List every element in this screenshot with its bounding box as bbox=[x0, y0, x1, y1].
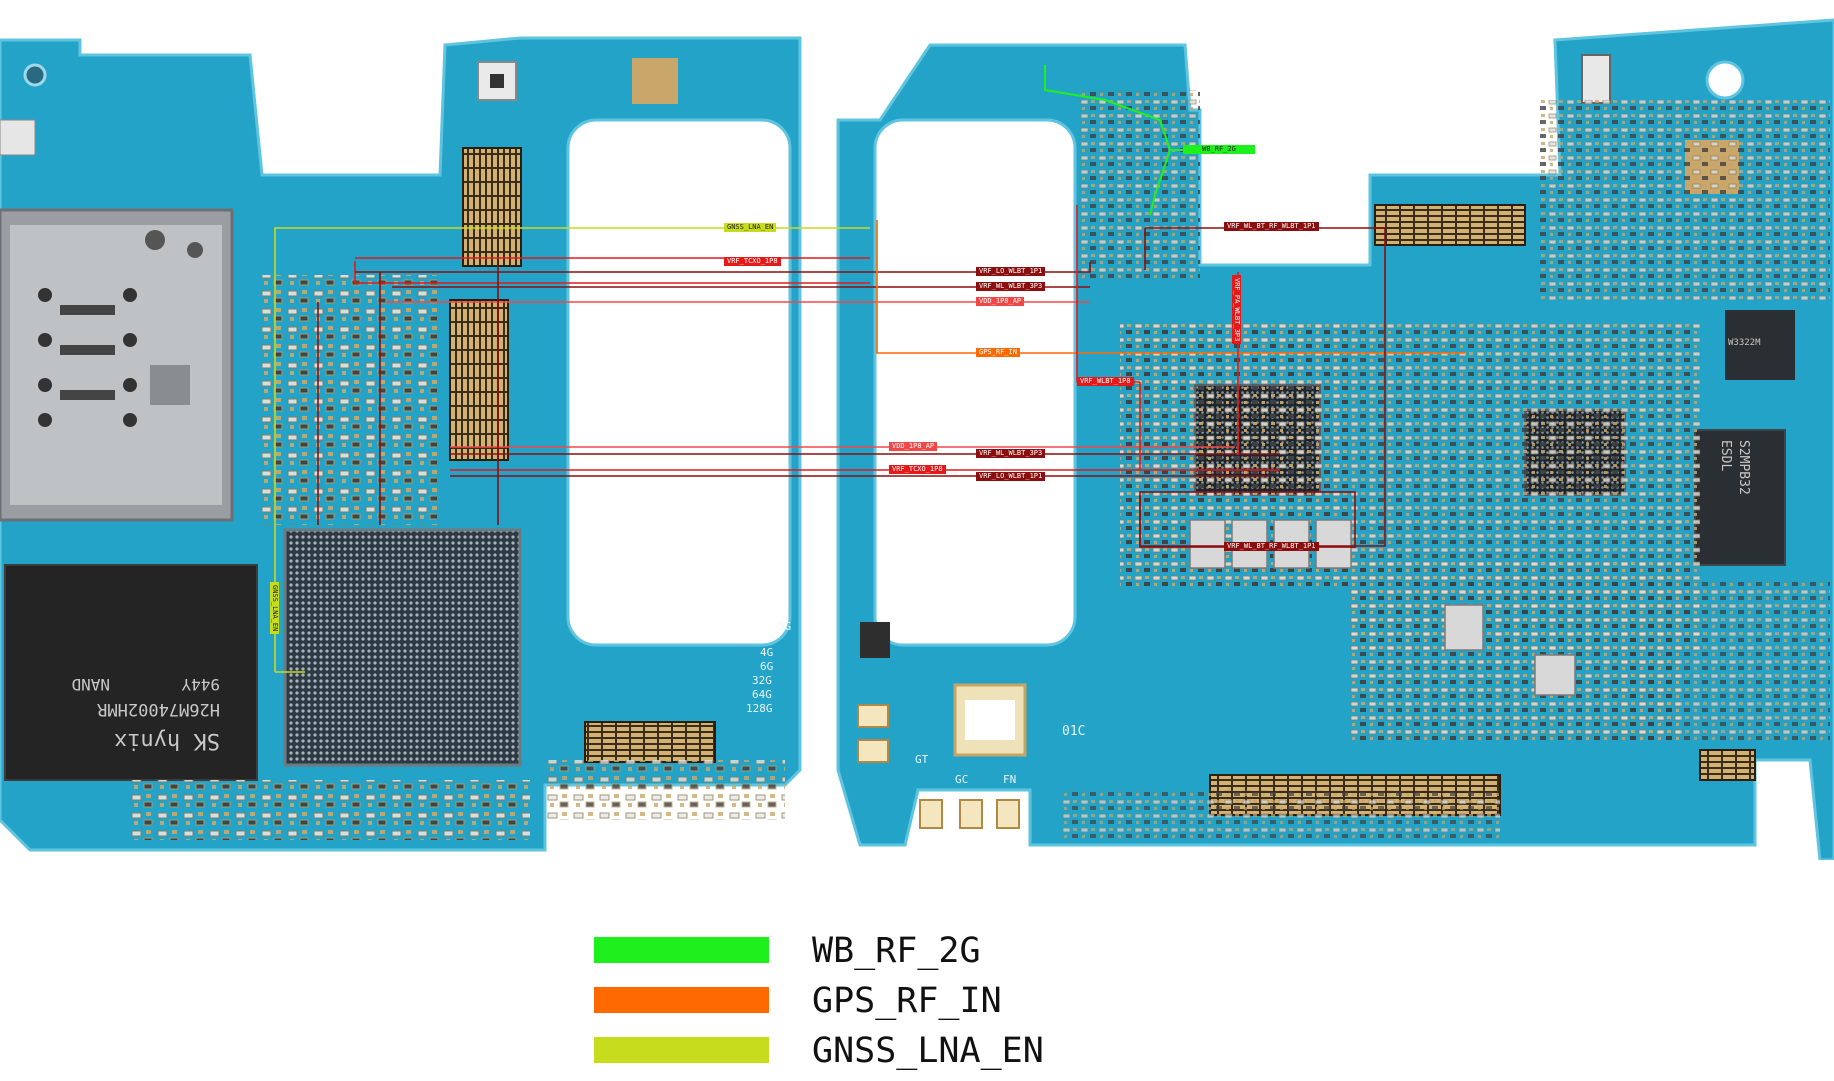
pad-label-fn: FN bbox=[1003, 773, 1016, 786]
memory-brand: SK hynix bbox=[114, 728, 220, 753]
memory-part: H26M74002HMR bbox=[96, 699, 220, 719]
legend-swatch bbox=[594, 937, 769, 963]
memory-type: NAND bbox=[71, 675, 110, 694]
net-label-wb-rf-2g: WB_RF_2G bbox=[1183, 145, 1255, 154]
silkscreen: 3G 4G 6G 32G 64G 128G 01C GT GC FN bbox=[746, 620, 1085, 786]
pmic-marking-3: W3322M bbox=[1728, 338, 1761, 348]
net-label-gnss-lna-en-2: GNSS_LNA_EN bbox=[270, 582, 279, 635]
net-label-vrf-wl-wlbt-3p3: VRF_WL_WLBT_3P3 bbox=[976, 282, 1046, 291]
net-label-vrf-wlbt-1p8: VRF_WLBT_1P8 bbox=[1077, 377, 1134, 386]
pmic-marking-2: ESDL bbox=[1718, 440, 1733, 471]
net-label-vrf-tcxo-1p8: VRF_TCXO_1P8 bbox=[724, 257, 781, 266]
cap-label-64g: 64G bbox=[752, 688, 772, 701]
net-label-vrf-wl-bt-rf-wlbt-1p1: VRF_WL_BT_RF_WLBT_1P1 bbox=[1224, 222, 1319, 231]
memory-date: 944Y bbox=[181, 675, 220, 694]
net-label-vdd-1p8-ap-2: VDD_1P8_AP bbox=[889, 442, 938, 451]
pmic-marking-1: S2MPB32 bbox=[1736, 440, 1751, 495]
net-label-vrf-wl-bt-rf-wlbt-1p1-2: VRF_WL_BT_RF_WLBT_1P1 bbox=[1224, 542, 1319, 551]
net-label-vrf-wl-wlbt-3p3-2: VRF_WL_WLBT_3P3 bbox=[976, 449, 1046, 458]
cap-label-3g: 3G bbox=[778, 620, 791, 633]
model-code: 01C bbox=[1062, 724, 1085, 739]
legend-swatch bbox=[594, 987, 769, 1013]
memory-chip-marking: SK hynix H26M74002HMR 944Y NAND bbox=[71, 675, 220, 753]
net-label-gnss-lna-en: GNSS_LNA_EN bbox=[724, 223, 777, 232]
net-label-vrf-pa-wlbt-3p3: VRF_PA_WLBT_3P3 bbox=[1232, 275, 1241, 345]
pmic-chip-marking: S2MPB32 ESDL W3322M bbox=[1718, 338, 1761, 495]
pad-label-gc: GC bbox=[955, 773, 968, 786]
cap-label-4g: 4G bbox=[760, 646, 773, 659]
pad-label-gt: GT bbox=[915, 753, 929, 766]
pcb-diagram: 3G 4G 6G 32G 64G 128G 01C GT GC FN SK hy… bbox=[0, 18, 1834, 860]
net-label-vrf-tcxo-1p8-2: VRF_TCXO_1P8 bbox=[889, 465, 946, 474]
legend-label: GPS_RF_IN bbox=[812, 981, 1002, 1021]
net-label-vdd-1p8-ap: VDD_1P8_AP bbox=[976, 297, 1025, 306]
cap-label-32g: 32G bbox=[752, 674, 772, 687]
legend-swatch bbox=[594, 1037, 769, 1063]
right-board bbox=[836, 18, 1834, 860]
legend-label: WB_RF_2G bbox=[812, 931, 981, 971]
net-label-gps-rf-in: GPS_RF_IN bbox=[976, 348, 1020, 357]
cap-label-128g: 128G bbox=[746, 702, 773, 715]
cap-label-6g: 6G bbox=[760, 660, 773, 673]
legend-label: GNSS_LNA_EN bbox=[812, 1031, 1044, 1071]
left-board bbox=[0, 36, 802, 852]
net-label-vrf-lo-wlbt-1p1: VRF_LO_WLBT_1P1 bbox=[976, 267, 1046, 276]
net-label-vrf-lo-wlbt-1p1-2: VRF_LO_WLBT_1P1 bbox=[976, 472, 1046, 481]
